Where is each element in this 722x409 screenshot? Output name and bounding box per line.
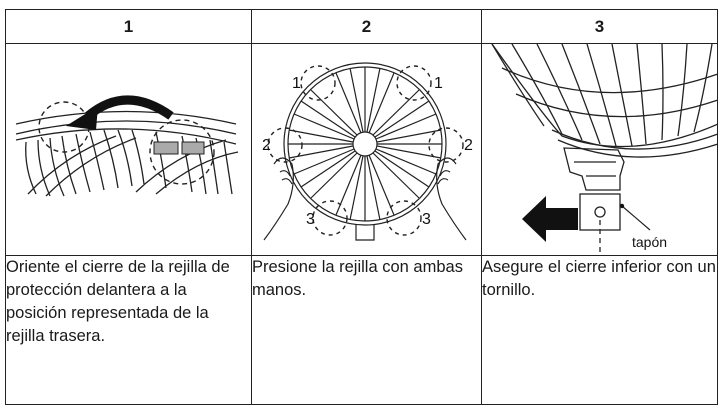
callout-mid-right: 2 — [464, 137, 473, 154]
bottom-latch-screw-illustration: tapón — [491, 44, 717, 254]
step-3-number: 3 — [481, 9, 718, 44]
callout-bottom-right: 3 — [422, 211, 431, 228]
step-2-number: 2 — [251, 9, 482, 44]
step-header-row: 1 2 3 — [5, 9, 718, 44]
description-row: Oriente el cierre de la rejilla de prote… — [5, 255, 718, 405]
illustration-row: 1 1 2 2 3 3 — [5, 43, 718, 256]
grille-latch-illustration — [15, 95, 239, 197]
step-2-description: Presione la rejilla con ambas manos. — [251, 255, 482, 405]
step-3-illustration: tapón — [481, 43, 718, 256]
step-1-number: 1 — [5, 9, 252, 44]
callout-top-left: 1 — [292, 75, 301, 92]
step-1-description: Oriente el cierre de la rejilla de prote… — [5, 255, 252, 405]
fan-front-grille-illustration: 1 1 2 2 3 3 — [262, 62, 473, 241]
step-1-illustration — [5, 43, 252, 256]
callout-top-right: 1 — [434, 75, 443, 92]
callout-mid-left: 2 — [262, 137, 271, 154]
instruction-table: 1 2 3 — [5, 9, 718, 405]
plug-label: tapón — [632, 234, 667, 250]
callout-bottom-left: 3 — [306, 211, 315, 228]
step-3-description: Asegure el cierre inferior con un tornil… — [481, 255, 718, 405]
step-2-illustration: 1 1 2 2 3 3 — [251, 43, 482, 256]
